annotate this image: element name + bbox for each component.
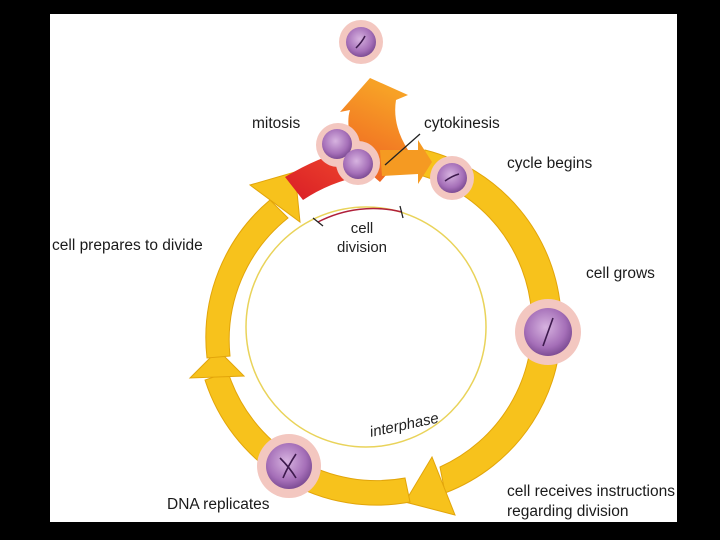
cell-grows [515,299,581,365]
cell-division-tick-right [399,205,404,219]
inner-ring [245,206,487,448]
label-mitosis: mitosis [252,115,301,132]
arrowhead-left [188,349,246,379]
label-cytokinesis: cytokinesis [424,115,500,132]
cytokinesis-leader [384,133,421,166]
label-receives-instructions-line1: cell receives instructions [507,483,675,500]
label-receives-instructions-line2: regarding division [507,503,629,520]
label-cell-grows: cell grows [586,265,655,282]
label-dna-replicates: DNA replicates [167,496,270,513]
arrowhead-bottom [404,455,456,516]
label-cycle-begins: cycle begins [507,155,593,172]
arrow-segment-left [205,199,289,359]
arrowhead-top-left [248,171,301,224]
cell-top [339,20,383,64]
label-cell-division-line2: division [336,239,388,256]
cell-dna-replicates [257,434,321,498]
label-cell-prepares: cell prepares to divide [52,237,203,254]
cell-division-tick-left [312,217,324,227]
cell-cycle-begins [430,156,474,200]
cell-dividing [316,123,380,185]
label-cell-division-line1: cell [350,220,374,237]
cytokinesis-small-arrow [380,140,432,184]
cell-division-arc [317,207,403,223]
